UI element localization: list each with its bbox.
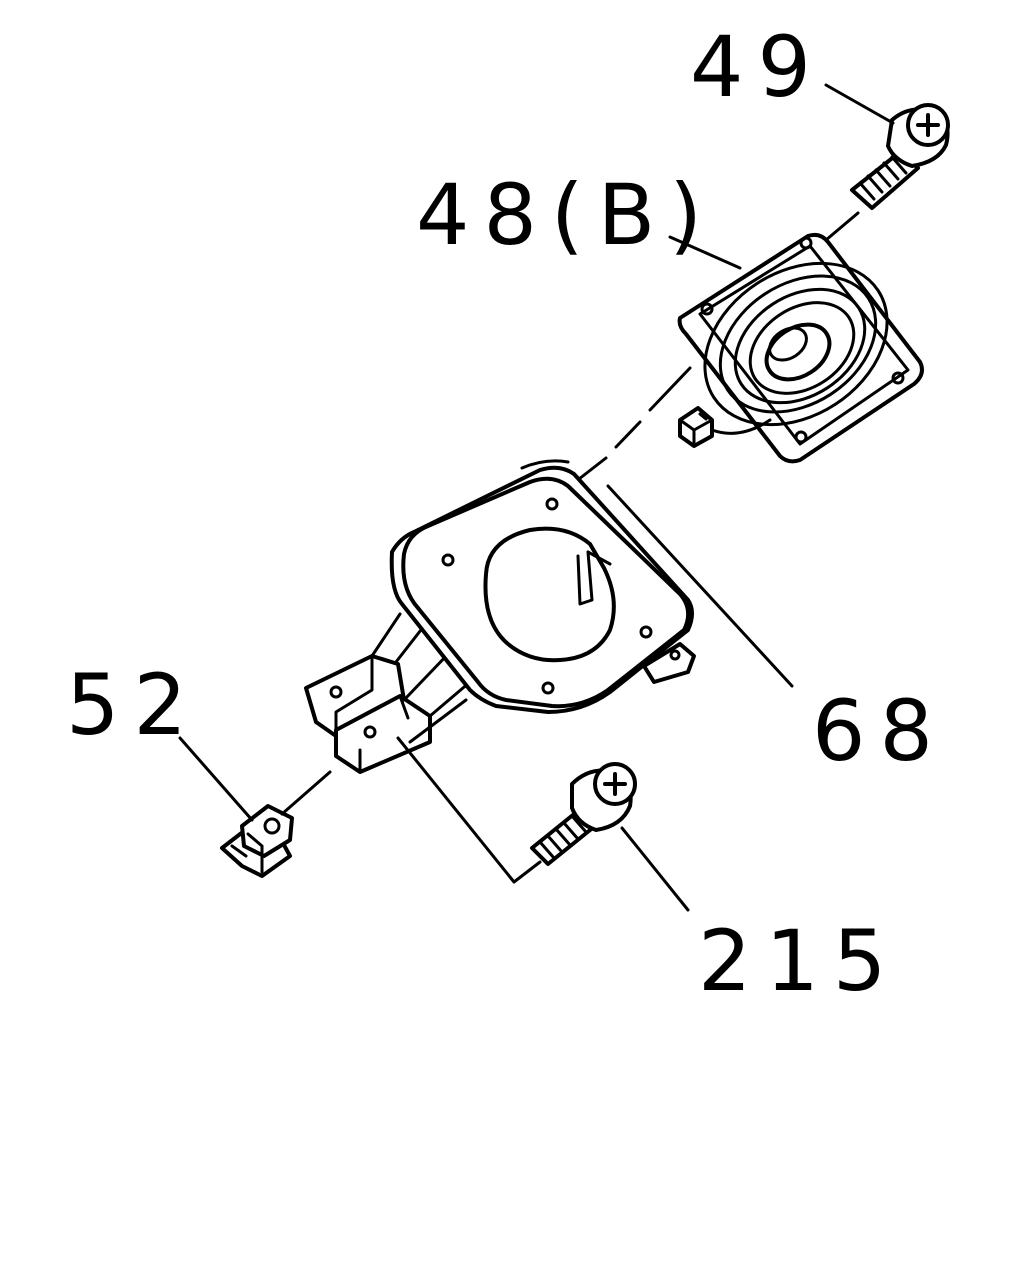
speaker-48b-icon [668,211,924,464]
clip-52-icon [178,736,332,878]
bracket-68-icon [304,459,794,774]
callout-215: 215 [698,912,900,1010]
screw-49-icon [824,83,950,210]
callout-52: 52 [66,656,201,754]
callout-48b: 48(B) [416,166,716,264]
screw-215-icon [396,736,690,912]
callout-49: 49 [690,18,825,116]
connector-icon [678,406,772,448]
callout-68: 68 [812,682,947,780]
